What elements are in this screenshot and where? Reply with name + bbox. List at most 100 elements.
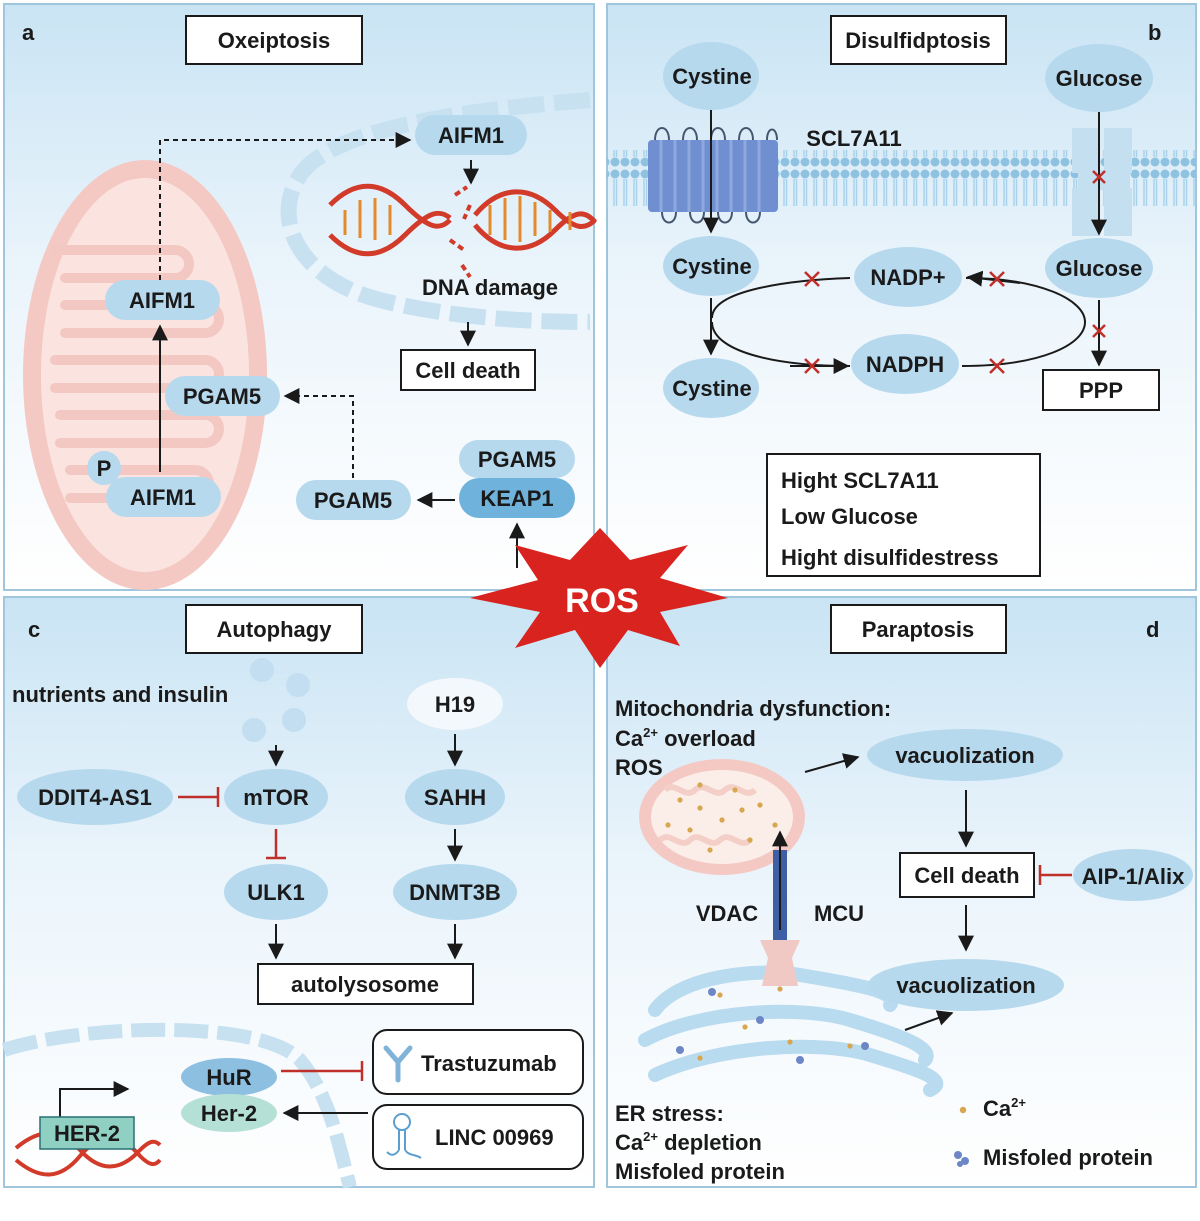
vacuolization-bottom-label: vacuolization [896,973,1035,998]
ros-label: ROS [565,582,639,620]
cystine-in-label: Cystine [672,254,751,279]
sahh-node [405,769,505,825]
her2-protein-label: Her-2 [201,1101,257,1126]
cell-death-box-d [899,852,1035,898]
inhibit-mtor-ulk1 [266,829,286,860]
hur-label: HuR [206,1065,251,1090]
ulk1-node [224,864,328,920]
pgam5-mito-label: PGAM5 [183,384,261,409]
conditions-box [766,453,1041,577]
cystine-in-node [663,236,759,296]
panel-c-title: Autophagy [217,617,333,642]
nutrients-label: nutrients and insulin [12,682,228,707]
panel-b-title-box [830,15,1007,65]
cystine-bottom-label: Cystine [672,376,751,401]
autolysosome-box [257,963,474,1005]
condition-2: Low Glucose [781,504,918,529]
dna-helix-damaged [328,183,597,279]
trastuzumab-box [372,1029,584,1095]
aifm1-nucleus-label: AIFM1 [438,123,504,148]
arrow-pgam5-to-mito [283,388,354,478]
inhibition-crosses [804,170,1106,374]
sahh-label: SAHH [424,785,486,810]
dnmt3b-node [393,864,517,920]
nadp-node [854,247,962,307]
ca-overload-line: Ca2+ overload [615,725,756,751]
vdac-label: VDAC [696,901,758,926]
misfolded-line: Misfoled protein [615,1159,785,1184]
ca-depletion-line: Ca2+ depletion [615,1129,762,1155]
condition-3: Hight disulfidestress [781,545,999,570]
transcription-arrow [59,1081,130,1117]
aifm1-mito-label: AIFM1 [129,288,195,313]
aip-label: AIP-1/Alix [1082,864,1185,889]
phospho-label: P [97,456,112,481]
aifm1-nucleus-node [415,115,527,155]
panel-a-letter: a [22,20,35,45]
ddit4-node [17,769,173,825]
phospho-circle [87,451,121,485]
arrow-mito-vacuolization [804,753,860,773]
keap1-node [459,478,575,518]
scl7a11-transporter [648,127,778,224]
cystine-bottom-node [663,358,759,418]
aifm1-mito-node [105,280,220,320]
rna-hairpin-icon [386,1113,422,1159]
arrow-to-nadp [966,270,1021,287]
legend-ca-dot [959,1106,967,1114]
panel-d-title-box [830,604,1007,654]
inhibit-aip-celldeath [1038,865,1072,885]
panel-c-title-box [185,604,363,654]
panel-c-letter: c [28,617,40,642]
inhibit-ddit4-mtor [178,787,220,807]
ppp-label: PPP [1079,378,1123,403]
glucose-out-node [1045,44,1153,112]
nuclear-envelope-c [1,1022,357,1189]
glucose-out-label: Glucose [1056,66,1143,91]
nadph-node [851,334,959,394]
pgam5-mito-node [165,376,280,416]
panel-d-title: Paraptosis [862,617,975,642]
nutrient-spheres [242,658,310,742]
aifm1-bottom-node [106,477,221,517]
scl7a11-label: SCL7A11 [806,126,901,151]
panel-b-title: Disulfidptosis [845,28,990,53]
arrow-mito-to-nucleus [159,132,412,280]
ros-line: ROS [615,755,663,780]
aifm1-bottom-label: AIFM1 [130,485,196,510]
vacuolization-top-label: vacuolization [895,743,1034,768]
cystine-out-node [663,42,759,110]
glucose-in-node [1045,238,1153,298]
vacuolization-top-node [867,729,1063,781]
legend-ca-label: Ca2+ [983,1095,1026,1121]
pgam5-top-node [459,440,575,478]
linc-box [372,1104,584,1170]
arrow-er-vacuolization [904,1010,954,1031]
mcu-label: MCU [814,901,864,926]
dnmt3b-label: DNMT3B [409,880,501,905]
cell-death-label-d: Cell death [914,863,1019,888]
panel-d-letter: d [1146,617,1159,642]
trastuzumab-label: Trastuzumab [421,1051,557,1076]
antibody-icon [383,1045,413,1083]
dna-damage-label: DNA damage [422,275,558,300]
her2-protein-node [181,1094,277,1132]
ros-star [470,528,728,668]
legend-misfolded-label: Misfoled protein [983,1145,1153,1170]
ulk1-label: ULK1 [247,880,304,905]
mitochondrion [23,160,267,590]
cell-death-box-a [400,349,536,391]
her2-gene-box [39,1116,135,1150]
her2-gene-label: HER-2 [54,1121,120,1146]
cell-death-label-a: Cell death [415,358,520,383]
er-misfolded-protein-icons [676,988,869,1064]
condition-1: Hight SCL7A11 [781,468,939,493]
panel-b-letter: b [1148,20,1161,45]
glucose-in-label: Glucose [1056,256,1143,281]
cystine-out-label: Cystine [672,64,751,89]
keap1-label: KEAP1 [480,486,553,511]
vacuolization-bottom-node [868,959,1064,1011]
legend-misfolded-icon [954,1151,969,1167]
nadph-label: NADPH [866,352,944,377]
